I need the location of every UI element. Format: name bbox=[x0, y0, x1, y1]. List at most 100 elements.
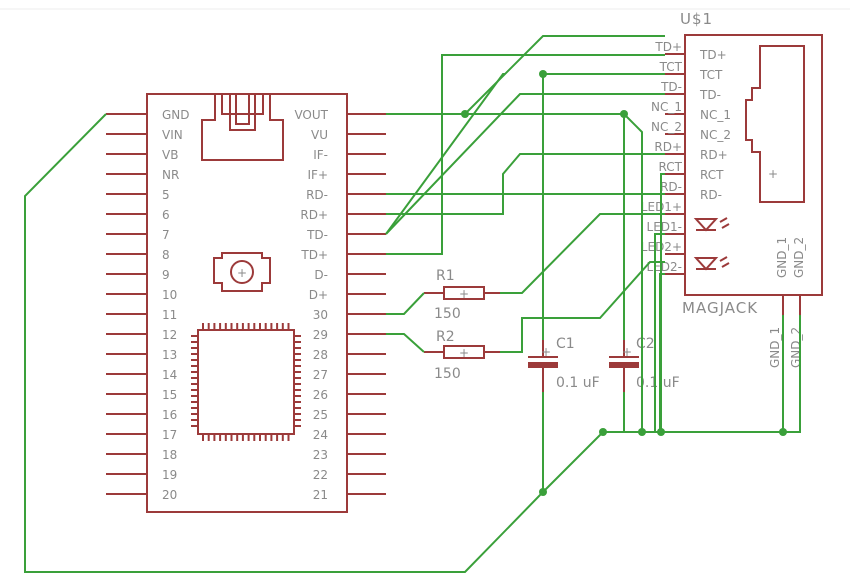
teensy-right-pin-label: IF+ bbox=[308, 168, 329, 182]
led1-icon bbox=[693, 217, 730, 232]
wire-r2-led2 bbox=[500, 261, 665, 353]
magjack-inner-label: NC_1 bbox=[700, 108, 731, 122]
wire-gnd-bus bbox=[542, 315, 801, 493]
teensy-right-pin-label: 30 bbox=[313, 308, 328, 322]
wire-rd-plus bbox=[386, 153, 665, 215]
magjack-outer-pins: TD+TCTTD-NC_1NC_2RD+RCTRD-LED1+LED1-LED2… bbox=[641, 40, 685, 275]
wire-gnd-loop bbox=[24, 113, 544, 573]
resistor-r1: R1 + 150 bbox=[424, 268, 500, 322]
magjack-inner-label: TD- bbox=[699, 88, 721, 102]
teensy-left-pin-label: NR bbox=[162, 168, 179, 182]
rj45-socket-icon bbox=[745, 45, 805, 203]
magjack-pin-label: NC_1 bbox=[651, 100, 682, 114]
teensy-left-pin-label: GND bbox=[162, 108, 190, 122]
teensy-left-pin-label: 20 bbox=[162, 488, 177, 502]
wire-vout-td bbox=[464, 35, 665, 115]
svg-text:+: + bbox=[459, 287, 469, 301]
teensy-left-pin-label: VIN bbox=[162, 128, 183, 142]
magjack-ref: U$1 bbox=[680, 10, 713, 28]
magjack-pin-label: NC_2 bbox=[651, 120, 682, 134]
magjack-pin-label: LED1- bbox=[647, 220, 682, 234]
teensy-right-pin-label: RD- bbox=[306, 188, 328, 202]
resistor-r2: R2 + 150 bbox=[424, 329, 500, 382]
nets bbox=[24, 35, 801, 573]
teensy-right-pin-label: 21 bbox=[313, 488, 328, 502]
teensy-right-pin-label: TD+ bbox=[300, 248, 328, 262]
magjack-outline bbox=[684, 34, 823, 296]
gnd2-inner-label: GND_2 bbox=[792, 237, 806, 278]
svg-text:+: + bbox=[237, 266, 247, 280]
c2-plate bbox=[609, 362, 639, 368]
magjack-inner-label: RCT bbox=[700, 168, 724, 182]
wire-r1-led1 bbox=[500, 213, 665, 294]
teensy-left-pin-label: 19 bbox=[162, 468, 177, 482]
c2-ref: C2 bbox=[636, 336, 655, 352]
r1-value: 150 bbox=[434, 306, 461, 322]
magjack-inner-label: NC_2 bbox=[700, 128, 731, 142]
magjack-inner-label: TCT bbox=[699, 68, 723, 82]
wire-led1-minus bbox=[654, 233, 665, 432]
teensy-left-pin-label: 17 bbox=[162, 428, 177, 442]
teensy-right-pin-label: VOUT bbox=[294, 108, 328, 122]
teensy-right-pin-label: 25 bbox=[313, 408, 328, 422]
r2-value: 150 bbox=[434, 366, 461, 382]
teensy-right-pin-label: 22 bbox=[313, 468, 328, 482]
gnd1-inner-label: GND_1 bbox=[775, 237, 789, 278]
teensy-left-pin-label: 6 bbox=[162, 208, 170, 222]
teensy-left-pin-label: 15 bbox=[162, 388, 177, 402]
wire-vout-c2 bbox=[623, 113, 643, 432]
chip-pins bbox=[191, 323, 301, 441]
magjack-pin-label: TCT bbox=[659, 60, 683, 74]
magjack-pin-label: RCT bbox=[659, 160, 683, 174]
teensy-board: + GNDVINVBNR567891011121314151617181920 … bbox=[106, 93, 386, 513]
magjack: U$1 MAGJACK + GND_1 GND_2 GND_1 GND_2 TD… bbox=[641, 10, 823, 368]
svg-text:+: + bbox=[541, 345, 551, 359]
teensy-left-pin-label: 18 bbox=[162, 448, 177, 462]
rct-plus-label: + bbox=[768, 167, 778, 181]
magjack-pin-label: RD+ bbox=[654, 140, 682, 154]
teensy-right-pin-label: RD+ bbox=[300, 208, 328, 222]
teensy-right-pin-label: TD- bbox=[306, 228, 328, 242]
teensy-left-pin-label: 10 bbox=[162, 288, 177, 302]
teensy-left-pin-label: 14 bbox=[162, 368, 177, 382]
teensy-right-pin-label: VU bbox=[311, 128, 328, 142]
wire-r1-in bbox=[386, 292, 425, 315]
wire-td-plus bbox=[386, 54, 665, 255]
wire-led2-minus bbox=[659, 273, 665, 432]
teensy-left-pin-label: 8 bbox=[162, 248, 170, 262]
magjack-pin-label: TD- bbox=[660, 80, 682, 94]
teensy-left-pin-label: 5 bbox=[162, 188, 170, 202]
led2-icon bbox=[693, 256, 730, 271]
reset-button-icon: + bbox=[213, 252, 271, 292]
capacitor-c1: + C1 0.1 uF bbox=[528, 336, 600, 392]
magjack-value: MAGJACK bbox=[682, 299, 758, 317]
teensy-right-pin-label: 24 bbox=[313, 428, 328, 442]
teensy-right-pin-label: 26 bbox=[313, 388, 328, 402]
teensy-left-pin-label: 11 bbox=[162, 308, 177, 322]
teensy-outline bbox=[146, 93, 348, 513]
teensy-right-pin-label: D+ bbox=[309, 288, 328, 302]
c1-plate bbox=[528, 362, 558, 368]
wire-r2-in bbox=[386, 333, 425, 353]
teensy-left-pin-label: 7 bbox=[162, 228, 170, 242]
magjack-inner-label: TD+ bbox=[699, 48, 727, 62]
magjack-pin-label: TD+ bbox=[654, 40, 682, 54]
teensy-right-pin-label: IF- bbox=[313, 148, 328, 162]
magjack-pin-label: RD- bbox=[660, 180, 682, 194]
magjack-inner-label: RD- bbox=[700, 188, 722, 202]
usb-connector-icon bbox=[201, 94, 284, 161]
teensy-left-pin-label: 9 bbox=[162, 268, 170, 282]
teensy-right-pin-label: 27 bbox=[313, 368, 328, 382]
teensy-right-pins: VOUTVUIF-IF+RD-RD+TD-TD+D-D+302928272625… bbox=[294, 108, 386, 502]
teensy-right-pin-label: D- bbox=[314, 268, 328, 282]
teensy-left-pin-label: VB bbox=[162, 148, 178, 162]
teensy-left-pin-label: 13 bbox=[162, 348, 177, 362]
c2-value: 0.1 uF bbox=[636, 375, 680, 391]
teensy-left-pin-label: 12 bbox=[162, 328, 177, 342]
teensy-right-pin-label: 28 bbox=[313, 348, 328, 362]
wire-td-minus bbox=[385, 93, 665, 235]
gnd1-outer-label: GND_1 bbox=[768, 327, 782, 368]
